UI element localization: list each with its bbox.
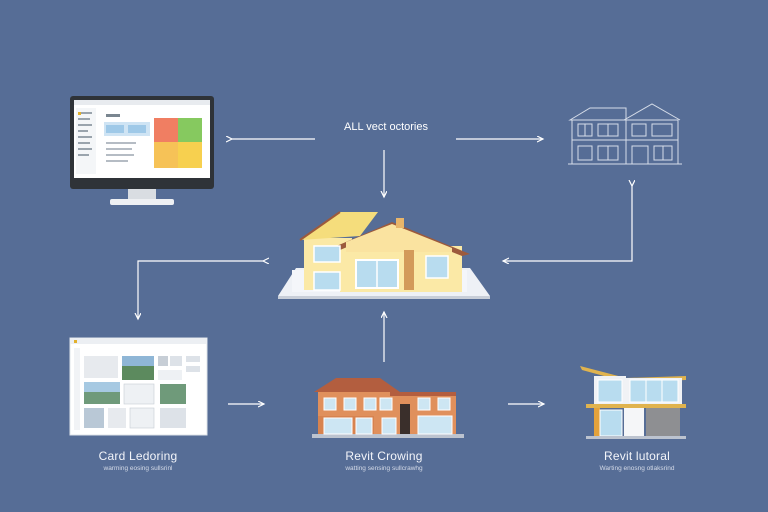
arrow-model-to-gallery	[138, 261, 263, 319]
top-label: ALL vect octories	[344, 121, 428, 133]
caption-right-subtitle: Warting enosng otlaksrind	[599, 465, 675, 472]
caption-right-title: Revit lutoral	[604, 449, 670, 463]
caption-right: Revit lutoral Warting enosng otlaksrind	[577, 449, 697, 472]
house-model-icon	[278, 211, 490, 299]
caption-middle-title: Revit Crowing	[345, 449, 423, 463]
wireframe-house-icon	[568, 103, 682, 165]
caption-left-subtitle: warming eosing sullsrinl	[103, 465, 173, 472]
caption-left: Card Ledoring warming eosing sullsrinl	[78, 449, 198, 472]
caption-middle-subtitle: watting sensing sullcrawhg	[345, 465, 423, 472]
image-gallery-window-icon	[69, 337, 208, 436]
brick-house-icon	[312, 378, 464, 438]
caption-middle: Revit Crowing watting sensing sullcrawhg	[324, 449, 444, 472]
modern-house-icon	[580, 366, 686, 439]
desktop-monitor-icon	[70, 96, 214, 205]
caption-left-title: Card Ledoring	[98, 449, 178, 463]
arrow-blueprint-to-model	[503, 186, 632, 261]
